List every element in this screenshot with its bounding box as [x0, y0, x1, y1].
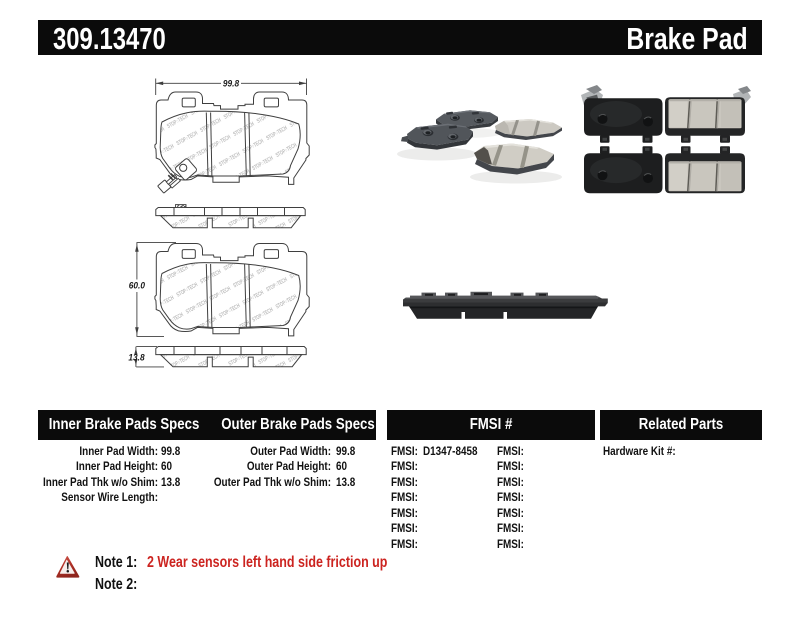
svg-text:STOP○TECH: STOP○TECH: [223, 105, 246, 121]
svg-text:STOP○TECH: STOP○TECH: [168, 355, 191, 371]
svg-text:STOP○TECH: STOP○TECH: [138, 217, 161, 233]
svg-text:STOP○TECH: STOP○TECH: [258, 350, 281, 366]
svg-text:STOP○TECH: STOP○TECH: [288, 348, 311, 364]
svg-text:STOP○TECH: STOP○TECH: [294, 220, 317, 236]
svg-text:STOP○TECH: STOP○TECH: [294, 359, 317, 375]
svg-text:99.8: 99.8: [223, 79, 240, 90]
svg-text:STOP○TECH: STOP○TECH: [288, 209, 311, 225]
svg-text:STOP○TECH: STOP○TECH: [168, 216, 191, 232]
svg-text:13.8: 13.8: [128, 352, 145, 363]
svg-text:STOP○TECH: STOP○TECH: [264, 361, 287, 377]
svg-text:STOP○TECH: STOP○TECH: [258, 211, 281, 227]
svg-text:STOP○TECH: STOP○TECH: [228, 169, 251, 185]
svg-text:STOP○TECH: STOP○TECH: [264, 222, 287, 238]
svg-text:60.0: 60.0: [129, 281, 146, 292]
svg-text:STOP○TECH: STOP○TECH: [138, 174, 161, 190]
